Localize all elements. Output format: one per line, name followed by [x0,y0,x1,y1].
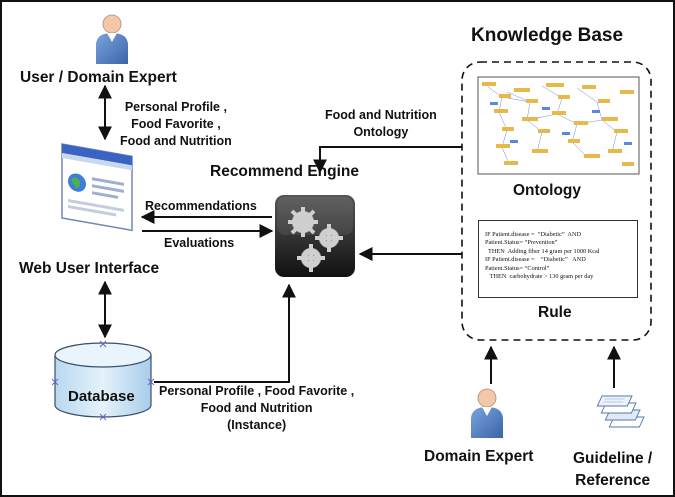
recommend-engine-icon [275,195,355,277]
profile-edge-line3: Food and Nutrition [120,134,232,148]
rule-box: IF Patient.disease = “Diabetic” AND Pati… [478,220,638,298]
guideline-documents-icon [596,395,645,428]
web-ui-icon [61,143,133,232]
ontology-engine-arrow [313,146,462,174]
database-edge-label: Personal Profile , Food Favorite , Food … [159,383,354,434]
recommendations-label: Recommendations [145,199,257,213]
rule-line: Patient.Status= “Control” [485,264,550,272]
domain-expert-person-icon [471,388,503,438]
ontology-edge-line2: Ontology [353,125,409,139]
engine-label: Recommend Engine [210,163,359,180]
guideline-label-line2: Reference [575,472,651,489]
database-engine-arrow [154,283,296,383]
knowledge-base-title: Knowledge Base [471,25,624,46]
domain-expert-label: Domain Expert [424,448,534,465]
rule-label: Rule [538,304,572,321]
ontology-edge-line1: Food and Nutrition [325,108,437,122]
ontology-graph-thumbnail [477,76,640,175]
database-edge-line1: Personal Profile , Food Favorite , [159,384,355,398]
rule-line: IF Patient.disease = “Diabetic” AND [485,256,586,264]
ontology-edge-label: Food and Nutrition Ontology [325,107,437,141]
user-person-icon [96,14,128,64]
database-cylinder [51,340,155,421]
database-label: Database [68,388,135,405]
user-label: User / Domain Expert [20,69,177,86]
guideline-label: Guideline / Reference [573,448,652,492]
rule-line: THEN carbohydrate > 130 gram per day [485,273,594,281]
evaluations-label: Evaluations [164,236,235,250]
rule-line: Patient.Status= “Prevention” [485,239,558,247]
web-ui-label: Web User Interface [19,260,160,277]
rule-line: IF Patient.disease = “Diabetic” AND [485,231,582,238]
rule-line: THEN Adding fiber 14 gram per 1000 Kcal [485,247,600,255]
database-edge-line2: Food and Nutrition [200,401,313,415]
ontology-label: Ontology [513,182,582,199]
knowledge-base-frame [461,61,652,341]
profile-edge-line1: Personal Profile , [124,100,227,114]
profile-edge-line2: Food Favorite , [131,117,221,131]
profile-edge-label: Personal Profile , Food Favorite , Food … [120,99,232,150]
database-edge-line3: (Instance) [227,418,287,432]
guideline-label-line1: Guideline / [573,450,653,467]
